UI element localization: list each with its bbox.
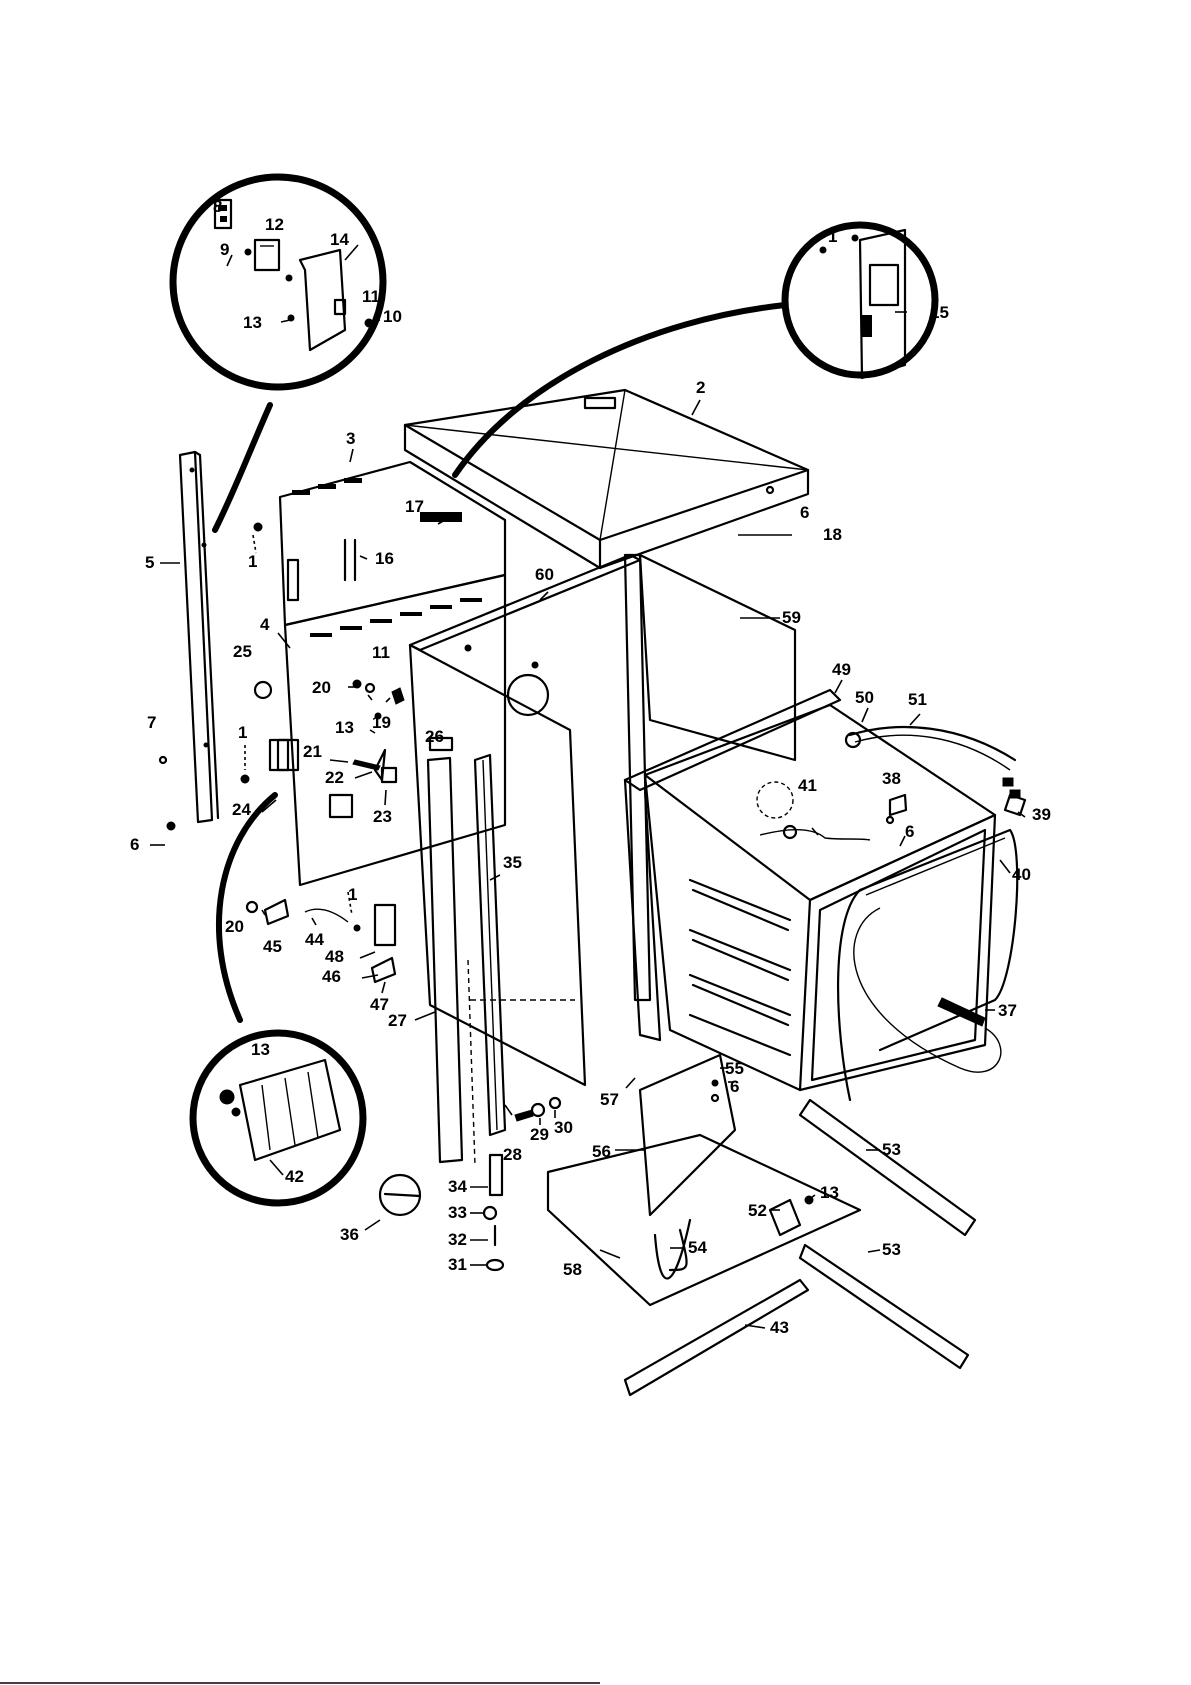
part-label-35: 35 [503,853,522,872]
top-panel [405,390,808,568]
part-label-48: 48 [325,947,344,966]
oven-cavity [645,705,995,1090]
part-label-29: 29 [530,1125,549,1144]
part-label-8: 8 [213,197,222,216]
part-label-33: 33 [448,1203,467,1222]
part-label-27: 27 [388,1011,407,1030]
part-label-59: 59 [782,608,801,627]
left-side-panel [410,555,640,1085]
part-label-1c: 1 [238,723,247,742]
part-label-47: 47 [370,995,389,1014]
front-vertical-strip [428,758,475,1165]
side-trim-strip [180,452,218,822]
part-label-32: 32 [448,1230,467,1249]
part-label-13c: 13 [251,1040,270,1059]
part-label-1a: 1 [828,227,837,246]
part-label-2: 2 [696,378,705,397]
part-label-1d: 1 [348,885,357,904]
part-label-6a: 6 [800,503,809,522]
front-vertical-channel [475,755,505,1135]
part-label-45: 45 [263,937,282,956]
part-label-54: 54 [688,1238,707,1257]
part-label-1b: 1 [248,552,257,571]
part-label-50: 50 [855,688,874,707]
knob-detail [380,1175,420,1215]
part-label-31: 31 [448,1255,467,1274]
part-label-16: 16 [375,549,394,568]
part-label-42: 42 [285,1167,304,1186]
part-label-53a: 53 [882,1140,901,1159]
part-label-46: 46 [322,967,341,986]
part-label-21: 21 [303,742,322,761]
part-label-52: 52 [748,1201,767,1220]
part-label-30: 30 [554,1118,573,1137]
part-label-9: 9 [220,240,229,259]
part-label-40: 40 [1012,865,1031,884]
part-label-28: 28 [503,1145,522,1164]
part-label-53b: 53 [882,1240,901,1259]
detail-circle-control-board [785,225,935,378]
part-label-25: 25 [233,642,252,661]
part-label-11a: 11 [362,287,380,306]
part-label-19: 19 [372,713,391,732]
part-label-18: 18 [823,525,842,544]
temperature-sensor [760,826,1001,1072]
wiring-harness [850,727,1020,798]
part-label-39: 39 [1032,805,1051,824]
detail-callout-curve-top-left [215,405,270,530]
detail-circle-relay-bracket [173,177,383,387]
part-label-11b: 11 [372,643,390,662]
part-label-14: 14 [330,230,349,249]
part-label-43: 43 [770,1318,789,1337]
part-label-41: 41 [798,776,817,795]
part-label-22: 22 [325,768,344,787]
part-label-23: 23 [373,807,392,826]
part-label-6c: 6 [905,822,914,841]
part-label-44: 44 [305,930,324,949]
part-label-6d: 6 [730,1077,739,1096]
part-label-20a: 20 [312,678,331,697]
part-label-24: 24 [232,800,251,819]
right-side-panel [625,555,795,1000]
part-label-58: 58 [563,1260,582,1279]
part-label-60: 60 [535,565,554,584]
part-label-20b: 20 [225,917,244,936]
part-label-3: 3 [346,429,355,448]
part-label-34: 34 [448,1177,467,1196]
detail-circle-terminal-block [193,1033,363,1203]
mounting-bracket [770,1196,813,1235]
part-label-17: 17 [405,497,424,516]
part-label-36: 36 [340,1225,359,1244]
part-label-26: 26 [425,727,444,746]
part-label-7: 7 [147,713,156,732]
part-label-51: 51 [908,690,927,709]
small-hardware [160,0,1191,1121]
part-label-13d: 13 [820,1183,839,1202]
part-label-5: 5 [145,553,154,572]
part-label-10: 10 [383,307,402,326]
part-label-4: 4 [260,615,270,634]
part-label-57: 57 [600,1090,619,1109]
part-label-13a: 13 [243,313,262,332]
part-label-12: 12 [265,215,284,234]
part-label-6b: 6 [130,835,139,854]
part-label-56: 56 [592,1142,611,1161]
part-label-38: 38 [882,769,901,788]
part-label-55: 55 [725,1059,744,1078]
part-label-15: 15 [930,303,949,322]
part-label-37: 37 [998,1001,1017,1020]
leveling-leg [484,1155,503,1270]
part-label-13b: 13 [335,718,354,737]
part-label-49: 49 [832,660,851,679]
